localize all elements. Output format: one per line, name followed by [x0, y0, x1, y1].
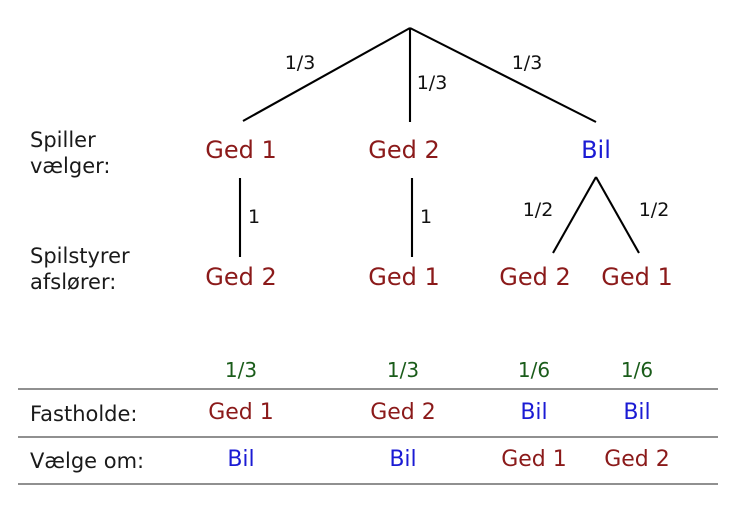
table-header-col1: 1/3: [224, 358, 258, 382]
tree-node-level2-col2: Ged 1: [368, 263, 440, 291]
tree-node-level1-ged2: Ged 2: [368, 136, 440, 164]
table-row-fastholde-cell-3: Bil: [520, 400, 548, 425]
table-header-col4: 1/6: [620, 358, 654, 382]
row-caption-spiller-vaelger-line1: Spiller: [30, 128, 96, 152]
row-caption-spiller-vaelger-line2: vælger:: [30, 154, 111, 178]
table-header-col2: 1/3: [386, 358, 420, 382]
edge-bil-to-ged2: [552, 176, 597, 254]
table-header-col3: 1/6: [517, 358, 551, 382]
tree-node-level2-col3: Ged 2: [499, 263, 571, 291]
table-rule-top: [18, 388, 718, 390]
edge-probability-root-left: 1/3: [284, 52, 316, 74]
table-row-label-fastholde: Fastholde:: [30, 402, 138, 426]
tree-node-level1-ged1: Ged 1: [205, 136, 277, 164]
row-caption-spilstyrer-afsloerer-line2: afslører:: [30, 270, 117, 294]
table-row-vaelge-om-cell-3: Ged 1: [501, 447, 567, 472]
tree-node-level1-bil: Bil: [581, 136, 611, 164]
table-row-fastholde-cell-2: Ged 2: [370, 400, 436, 425]
table-row-vaelge-om-cell-1: Bil: [227, 447, 255, 472]
table-row-fastholde-cell-1: Ged 1: [208, 400, 274, 425]
table-rule-bottom: [18, 483, 718, 485]
table-rule-middle: [18, 436, 718, 438]
edge-root-to-ged1: [242, 27, 411, 122]
tree-node-level2-col4: Ged 1: [601, 263, 673, 291]
row-caption-spilstyrer-afsloerer-line1: Spilstyrer: [30, 244, 130, 268]
row-caption-spilstyrer-afsloerer: Spilstyrer afslører:: [30, 243, 130, 295]
edge-probability-root-middle: 1/3: [416, 72, 448, 94]
edge-probability-ged1-branch: 1: [247, 206, 261, 228]
table-row-vaelge-om-cell-2: Bil: [389, 447, 417, 472]
edge-probability-bil-left-branch: 1/2: [522, 199, 554, 221]
tree-node-level2-col1: Ged 2: [205, 263, 277, 291]
edge-bil-to-ged1: [595, 176, 640, 254]
table-row-vaelge-om-cell-4: Ged 2: [604, 447, 670, 472]
edge-probability-bil-right-branch: 1/2: [638, 199, 670, 221]
row-caption-spiller-vaelger: Spiller vælger:: [30, 127, 110, 179]
table-row-label-vaelge-om: Vælge om:: [30, 449, 145, 473]
table-row-fastholde-cell-4: Bil: [623, 400, 651, 425]
edge-probability-root-right: 1/3: [511, 52, 543, 74]
edge-probability-ged2-branch: 1: [419, 206, 433, 228]
